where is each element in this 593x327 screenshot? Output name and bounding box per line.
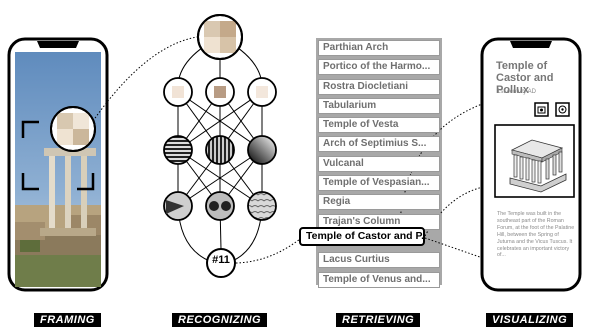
phone-notch [510,41,552,48]
list-item[interactable]: Regia [318,194,440,211]
landmark-description: The Temple was built in the southeast pa… [497,211,575,259]
layer-1 [163,77,277,107]
list-item[interactable]: Parthian Arch [318,40,440,56]
visualizing-phone [480,37,582,292]
temple-illustration [494,124,575,198]
layer-3 [163,191,277,221]
list-item[interactable]: Temple of Vesta [318,117,440,134]
stage-label-framing: FRAMING [34,313,101,327]
landmark-date: 1st century AD [497,89,537,95]
match-number: #11 [212,254,230,266]
list-item[interactable]: Tabularium [318,97,440,114]
list-item[interactable]: Portico of the Harmo... [318,59,440,76]
stage-label-retrieving: RETRIEVING [336,313,421,327]
selected-result[interactable]: Temple of Castor and P... [299,227,425,246]
list-item[interactable]: Temple of Venus and... [318,271,440,288]
phone-notch [37,41,79,48]
list-item[interactable]: Vulcanal [318,155,440,172]
frame-crop [50,106,96,152]
framing-phone [7,37,109,292]
list-item[interactable]: Lacus Curtius [318,252,440,269]
stage-label-recognizing: RECOGNIZING [172,313,268,327]
output-node [206,248,236,278]
view-icon[interactable] [555,102,570,117]
recognition-connector [235,238,301,264]
list-item[interactable]: Temple of Vespasian... [318,175,440,192]
camera-view [15,52,101,287]
stage-label-visualizing: VISUALIZING [486,313,574,327]
list-item[interactable]: Arch of Septimius S... [318,136,440,153]
list-item[interactable]: Rostra Diocletiani [318,78,440,95]
layer-2 [163,135,277,165]
camera-icon[interactable] [534,102,549,117]
input-node [197,14,243,60]
framing-connector [92,35,206,122]
recognition-network [163,14,277,278]
landmark-title: Temple of Castor and Pollux [496,60,554,96]
